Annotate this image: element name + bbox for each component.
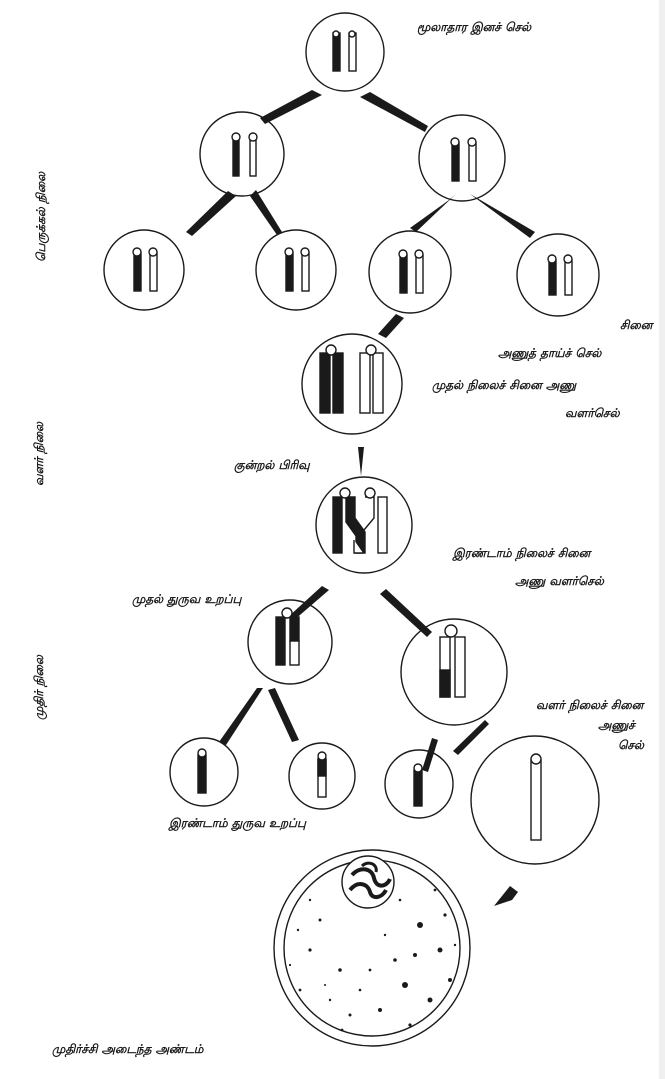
primary-oocyte-cell [301,333,403,435]
crossing-over-cell [315,476,413,574]
label-primary-oocyte-line2: வளர்செல் [565,406,620,420]
label-meiosis: குன்றல் பிரிவு [234,458,310,472]
label-ovum-mother-cell: அணுத் தாய்ச் செல் [498,346,602,360]
label-primordial-germ-cell: மூலாதார இனச் செல் [417,20,532,34]
mature-oocyte-cell [470,735,600,865]
oogonium-cell [368,230,452,314]
label-secondary-oocyte-line1: இரண்டாம் நிலைச் சினை [453,546,591,560]
arrow-connectors [186,90,535,906]
secondary-oocyte-cell [400,618,508,726]
oogonium-cell [103,229,185,311]
label-mature-oocyte-line3: செல் [618,738,644,752]
label-mature-oocyte-line2: அணுச் [598,718,635,732]
primordial-germ-cell [305,12,385,92]
mature-ovum [273,849,471,1047]
stage-maturation: முதிர் நிலை [32,655,46,720]
oogonium-cell [418,114,506,202]
oogonium-cell [516,233,600,317]
label-first-polar-body: முதல் துருவ உறப்பு [132,592,242,606]
oogonium-cell [255,229,337,311]
label-second-polar-body: இரண்டாம் துருவ உறப்பு [169,816,306,830]
label-mature-ovum: முதிர்ச்சி அடைந்த அண்டம் [52,1042,204,1056]
label-secondary-oocyte-line2: அணு வளர்செல் [515,574,604,588]
oogonium-cell [199,111,285,197]
stage-growth: வளர் நிலை [32,421,46,486]
label-primary-oocyte-line1: முதல் நிலைச் சினை அணு [432,378,577,392]
second-polar-body-cell [169,737,239,807]
second-polar-body-cell [288,742,356,810]
label-mature-oocyte-line1: வளர் நிலைச் சினை [536,698,644,712]
label-sinai: சினை [620,318,653,332]
stage-multiplication: பெருக்கல் நிலை [34,171,48,262]
second-polar-body-cell [384,749,454,819]
page-edge [659,0,665,1079]
first-polar-body-cell [247,599,333,685]
